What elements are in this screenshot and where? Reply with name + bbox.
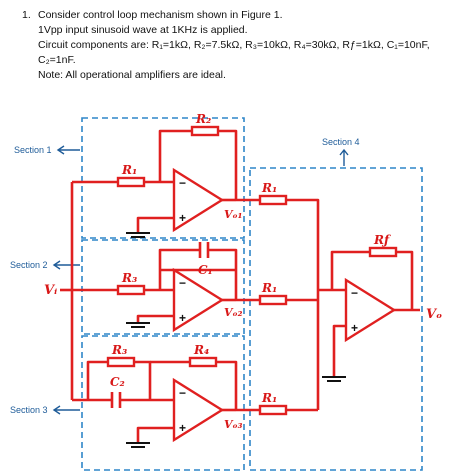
- vo-label: Vₒ: [426, 307, 442, 322]
- s3-r3-right-wire: [134, 360, 152, 400]
- opamp-2-minus: −: [179, 276, 186, 290]
- section-3-label: Section 3: [10, 405, 48, 415]
- r3-bot-resistor: [106, 356, 136, 368]
- opamp-1: [172, 167, 225, 233]
- section-1-label: Section 1: [14, 145, 52, 155]
- section-1-box: [81, 117, 245, 239]
- s1-feedback-right: [218, 129, 238, 200]
- s4-feedback-left: [330, 250, 370, 290]
- s3-r4-right-wire: [216, 360, 238, 410]
- r1-out3-resistor: [258, 404, 288, 416]
- problem-number: 1.: [22, 9, 31, 21]
- r4-resistor: [188, 356, 218, 368]
- c1-label: C₁: [198, 263, 213, 277]
- problem-line-5: Note: All operational amplifiers are ide…: [38, 69, 226, 81]
- r2-label: R₂: [195, 112, 211, 126]
- r1-out1-resistor: [258, 194, 288, 206]
- opamp-3-minus: −: [179, 386, 186, 400]
- vo3-label: Vₒ₃: [224, 418, 243, 431]
- problem-line-1: Consider control loop mechanism shown in…: [38, 9, 283, 21]
- r3-mid-resistor: [116, 284, 146, 296]
- c2-label: C₂: [110, 375, 125, 389]
- vo2-label: Vₒ₂: [224, 306, 243, 319]
- section-4-arrow: [339, 148, 349, 166]
- c1-capacitor: [198, 242, 210, 258]
- problem-line-3: Circuit components are: R₁=1kΩ, R₂=7.5kΩ…: [38, 39, 430, 51]
- s1-ground-icon: [126, 232, 150, 238]
- c2-capacitor: [110, 392, 122, 408]
- s4-plus-ground-wire: [332, 324, 346, 376]
- opamp-1-plus: +: [179, 211, 186, 225]
- s4-sum-bus: [286, 198, 320, 410]
- section-4-box: [249, 167, 423, 471]
- s3-r3-left-wire: [86, 360, 108, 400]
- vo1-label: Vₒ₁: [224, 208, 243, 221]
- r1-out2-label: R₁: [261, 281, 277, 295]
- r1-out1-label: R₁: [261, 181, 277, 195]
- section-1-arrow: [56, 145, 80, 155]
- section-2-label: Section 2: [10, 260, 48, 270]
- r1-top-label: R₁: [121, 163, 137, 177]
- s4-feedback-right: [396, 250, 414, 310]
- section-3-arrow: [52, 405, 80, 415]
- problem-statement: 1. Consider control loop mechanism shown…: [22, 8, 467, 83]
- opamp-3-plus: +: [179, 421, 186, 435]
- r2-resistor: [190, 125, 220, 137]
- s4-ground-icon: [322, 376, 346, 382]
- section-2-box: [81, 239, 245, 335]
- opamp-3: [172, 377, 225, 443]
- opamp-4-minus: −: [351, 286, 358, 300]
- s2-feedback-right: [208, 248, 238, 300]
- s2-plus-ground-wire: [136, 314, 174, 322]
- section-2-arrow: [52, 260, 80, 270]
- section-3-box: [81, 335, 245, 471]
- r1-out3-label: R₁: [261, 391, 277, 405]
- rf-resistor: [368, 246, 398, 258]
- r3-bot-label: R₃: [111, 343, 127, 357]
- vi-label: Vᵢ: [44, 283, 57, 298]
- r1-top-resistor: [116, 176, 146, 188]
- s2-ground-icon: [126, 322, 150, 328]
- problem-line-4: C₂=1nF.: [38, 54, 76, 66]
- opamp-1-minus: −: [179, 176, 186, 190]
- s2-feedback-left: [158, 248, 200, 290]
- opamp-4-plus: +: [351, 321, 358, 335]
- section-4-label: Section 4: [322, 137, 360, 147]
- opamp-4: [344, 277, 397, 343]
- s3-plus-ground-wire: [136, 426, 174, 442]
- s1-plus-ground-wire: [136, 216, 174, 232]
- r4-label: R₄: [193, 343, 209, 357]
- problem-line-2: 1Vpp input sinusoid wave at 1KHz is appl…: [38, 24, 248, 36]
- s1-feedback-left: [158, 129, 192, 182]
- r3-mid-label: R₃: [121, 271, 137, 285]
- opamp-2-plus: +: [179, 311, 186, 325]
- opamp-2: [172, 267, 225, 333]
- r1-out2-resistor: [258, 294, 288, 306]
- s3-ground-icon: [126, 442, 150, 448]
- rf-label: Rƒ: [373, 233, 391, 247]
